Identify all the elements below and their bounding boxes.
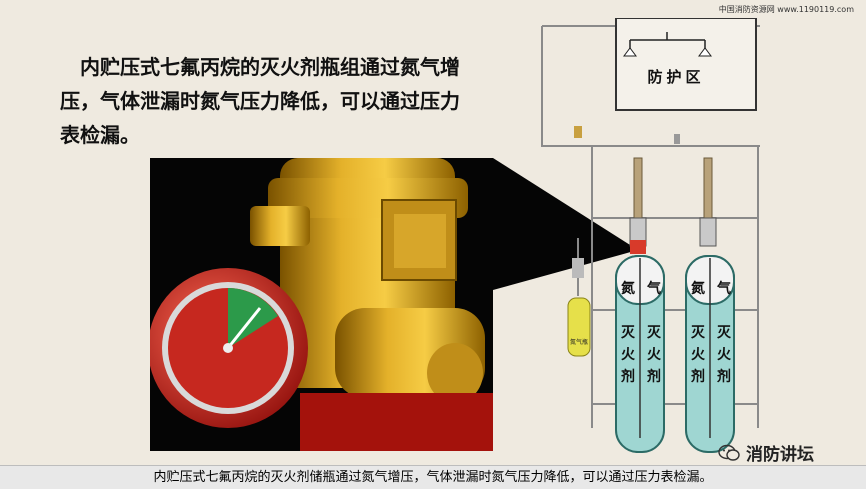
brand-name: 消防讲坛: [746, 445, 814, 465]
cyl2-label-agent-2: 灭火剂: [717, 325, 731, 385]
protected-zone-label: 防护区: [647, 68, 705, 86]
cyl2-label-nitrogen-1: 氮: [691, 281, 705, 297]
site-watermark: 中国消防资源网 www.1190119.com: [718, 5, 854, 14]
cyl1-label-agent-2: 灭火剂: [647, 325, 661, 385]
subtitle-bar: 内贮压式七氟丙烷的灭火剂储瓶通过氮气增压，气体泄漏时氮气压力降低，可以通过压力表…: [0, 465, 866, 489]
valve-closeup-photo: [150, 158, 493, 451]
nitrogen-cylinder-label: 氮气瓶: [570, 339, 589, 346]
system-diagram: [541, 18, 760, 453]
highlighted-valve: [630, 240, 646, 254]
cyl2-label-agent-1: 灭火剂: [691, 325, 705, 385]
body-text: 内贮压式七氟丙烷的灭火剂瓶组通过氮气增压，气体泄漏时氮气压力降低，可以通过压力表…: [60, 55, 460, 147]
valve-closeup-illustration: [150, 158, 493, 451]
cyl1-label-nitrogen-1: 氮: [621, 281, 635, 297]
wechat-icon: [718, 444, 740, 461]
cyl1-label-agent-1: 灭火剂: [621, 325, 635, 385]
cyl1-label-nitrogen-2: 气: [647, 281, 661, 297]
cyl2-label-nitrogen-2: 气: [717, 281, 731, 297]
nitrogen-cylinder: [567, 297, 591, 357]
brand: 消防讲坛: [718, 440, 814, 465]
